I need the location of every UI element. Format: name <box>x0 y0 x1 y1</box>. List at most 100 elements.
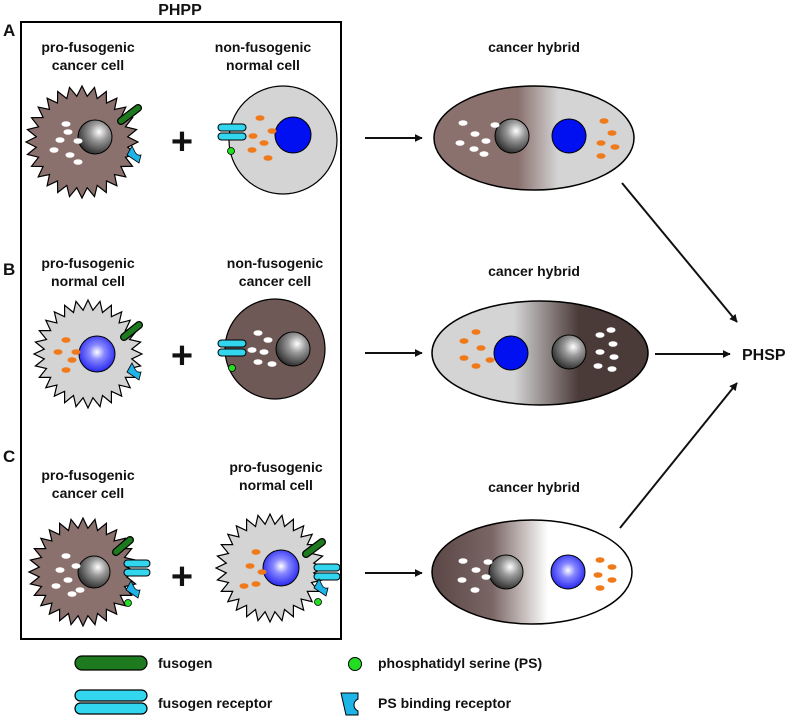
ps-binding-receptor-icon <box>125 580 141 599</box>
organelle-dot <box>61 367 71 373</box>
organelle-dot <box>481 138 491 144</box>
organelle-dot <box>610 144 620 150</box>
row-b-hybrid-label: cancer hybrid <box>488 263 580 279</box>
row-c-right-label-line2: normal cell <box>239 477 313 493</box>
organelle-dot <box>483 559 493 565</box>
organelle-dot <box>247 347 257 353</box>
organelle-dot <box>51 583 61 589</box>
fusogen-icon <box>303 539 325 557</box>
cancer-nucleus <box>77 119 113 155</box>
organelle-dot <box>259 140 269 146</box>
organelle-dot <box>608 341 618 347</box>
diagram-title: PHPP <box>158 2 202 19</box>
phosphatidyl-serine-icon <box>124 599 132 607</box>
organelle-dot <box>471 329 481 335</box>
organelle-dot <box>607 366 617 372</box>
organelle-dot <box>251 581 261 587</box>
legend-fusogen-receptor-icon <box>74 702 148 715</box>
organelle-dot <box>599 118 609 124</box>
normal-nucleus <box>78 335 116 373</box>
row-letter-a: A <box>3 21 15 40</box>
row-a-left-label-line1: pro-fusogenic <box>41 39 135 55</box>
organelle-dot <box>471 363 481 369</box>
organelle-dot <box>61 121 71 127</box>
organelle-dot <box>259 349 269 355</box>
legend-ps-binding-receptor-label: PS binding receptor <box>378 695 512 711</box>
row-a-hybrid-label: cancer hybrid <box>488 39 580 55</box>
cancer-nucleus <box>275 331 311 367</box>
ps-binding-receptor-icon <box>313 578 329 597</box>
organelle-dot <box>245 563 255 569</box>
organelle-dot <box>49 147 59 153</box>
legend-fusogen-icon <box>74 655 148 671</box>
organelle-dot <box>253 359 263 365</box>
organelle-dot <box>470 131 480 137</box>
row-b-right-label-line1: non-fusogenic <box>227 255 324 271</box>
organelle-dot <box>607 130 617 136</box>
ps-binding-receptor-icon <box>126 362 142 381</box>
organelle-dot <box>607 577 617 583</box>
organelle-dot <box>63 129 73 135</box>
row-a-left-label-line2: cancer cell <box>52 57 124 73</box>
organelle-dot <box>67 591 77 597</box>
organelle-dot <box>457 577 467 583</box>
organelle-dot <box>606 327 616 333</box>
organelle-dot <box>458 120 468 126</box>
legend-fusogen-label: fusogen <box>158 655 212 671</box>
organelle-dot <box>479 151 489 157</box>
fusogen-icon <box>121 322 142 340</box>
organelle-dot <box>61 337 71 343</box>
normal-nucleus <box>551 118 587 154</box>
phosphatidyl-serine-icon <box>227 147 235 155</box>
organelle-dot <box>248 133 258 139</box>
organelle-dot <box>458 558 468 564</box>
organelle-dot <box>71 349 81 355</box>
fusogen-icon <box>118 105 141 124</box>
organelle-dot <box>247 147 257 153</box>
organelle-dot <box>61 553 71 559</box>
organelle-dot <box>481 574 491 580</box>
ps-binding-receptor-icon <box>126 145 142 164</box>
organelle-dot <box>596 140 606 146</box>
organelle-dot <box>257 569 267 575</box>
hybrid-cell-c <box>431 519 633 625</box>
phosphatidyl-serine-icon <box>228 364 236 372</box>
normal-nucleus <box>274 116 312 154</box>
organelle-dot <box>455 140 465 146</box>
fusogen-receptor-icon <box>313 572 341 581</box>
hybrid-cell-a <box>433 85 635 191</box>
phosphatidyl-serine-icon <box>314 598 322 606</box>
fusogen-receptor-icon <box>217 132 247 141</box>
arrow-hybrid-c-to-phsp <box>619 382 738 529</box>
organelle-dot <box>470 587 480 593</box>
row-c-left-label-line1: pro-fusogenic <box>41 467 135 483</box>
legend-ps-binding-receptor-icon <box>340 692 359 716</box>
fusogen-receptor-icon <box>123 559 151 568</box>
organelle-dot <box>73 138 83 144</box>
organelle-dot <box>251 549 261 555</box>
fusogen-receptor-icon <box>313 563 341 572</box>
organelle-dot <box>267 128 277 134</box>
cancer-nucleus <box>488 554 524 590</box>
organelle-dot <box>485 357 495 363</box>
cancer-nucleus <box>494 118 530 154</box>
hybrid-cell-b <box>431 300 649 406</box>
fusogen-receptor-icon <box>217 123 247 132</box>
organelle-dot <box>595 332 605 338</box>
row-a-right-label-line2: normal cell <box>226 57 300 73</box>
normal-nucleus <box>493 335 529 371</box>
row-a-right-label-line1: non-fusogenic <box>215 39 312 55</box>
organelle-dot <box>253 330 263 336</box>
arrow-hybrid-a-to-phsp <box>621 182 738 323</box>
fusogen-receptor-icon <box>123 568 151 577</box>
normal-nucleus <box>262 549 300 587</box>
row-letter-c: C <box>3 447 15 466</box>
organelle-dot <box>55 567 65 573</box>
row-c-hybrid-label: cancer hybrid <box>488 479 580 495</box>
organelle-dot <box>263 337 273 343</box>
row-b-right-label-line2: cancer cell <box>239 273 311 289</box>
organelle-dot <box>471 567 481 573</box>
row-letter-b: B <box>3 260 15 279</box>
row-b-plus-sign: + <box>171 335 193 377</box>
